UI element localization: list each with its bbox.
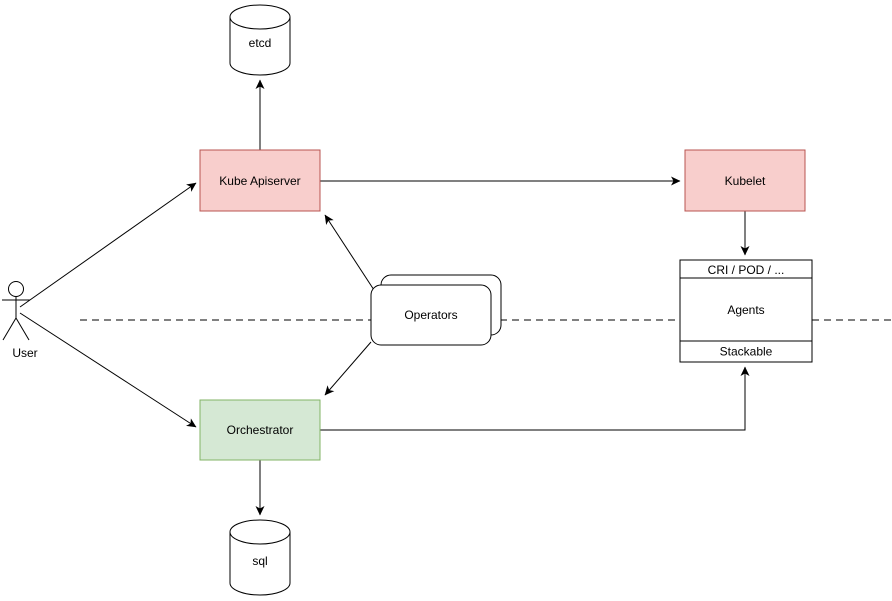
- sql-label: sql: [252, 554, 267, 568]
- edge-orchestrator-to-stackable: [320, 366, 750, 431]
- operators-node: Operators: [370, 274, 502, 346]
- kube-apiserver-box: [199, 149, 321, 212]
- user-label: User: [12, 346, 37, 360]
- actor-leg-left: [2, 317, 17, 341]
- kubelet-box: [684, 149, 806, 212]
- actor-leg-right: [15, 317, 30, 341]
- kube-apiserver-node: Kube Apiserver: [199, 149, 321, 212]
- orchestrator-label: Orchestrator: [227, 423, 294, 437]
- edge-operators-to-orchestrator: [324, 341, 372, 396]
- sql-cylinder-rim: [229, 531, 291, 545]
- etcd-label: etcd: [249, 36, 272, 50]
- cri-pod-header-label: CRI / POD / ...: [708, 263, 785, 277]
- kubelet-node: Kubelet: [684, 149, 806, 212]
- edge-operators-to-kube-apiserver: [324, 214, 375, 291]
- sql-cylinder: sql: [229, 519, 291, 596]
- kubelet-label: Kubelet: [725, 174, 766, 188]
- sql-cylinder-body: [229, 519, 291, 596]
- edge-user-to-orchestrator: [19, 312, 197, 428]
- operators-front-card: [370, 284, 492, 346]
- agents-label: Agents: [727, 303, 764, 317]
- orchestrator-box: [199, 399, 321, 461]
- agents-stack-node: CRI / POD / ... Agents Stackable: [679, 259, 813, 363]
- agents-stack-box: [679, 259, 813, 363]
- stackable-label: Stackable: [720, 345, 773, 359]
- kube-apiserver-label: Kube Apiserver: [219, 174, 300, 188]
- actor-head: [8, 281, 24, 297]
- etcd-cylinder: etcd: [229, 4, 291, 76]
- orchestrator-node: Orchestrator: [199, 399, 321, 461]
- edge-user-to-kube-apiserver: [19, 182, 197, 308]
- operators-label: Operators: [404, 308, 457, 322]
- user-actor: User: [2, 281, 38, 360]
- etcd-cylinder-rim: [229, 16, 291, 30]
- etcd-cylinder-body: [229, 4, 291, 76]
